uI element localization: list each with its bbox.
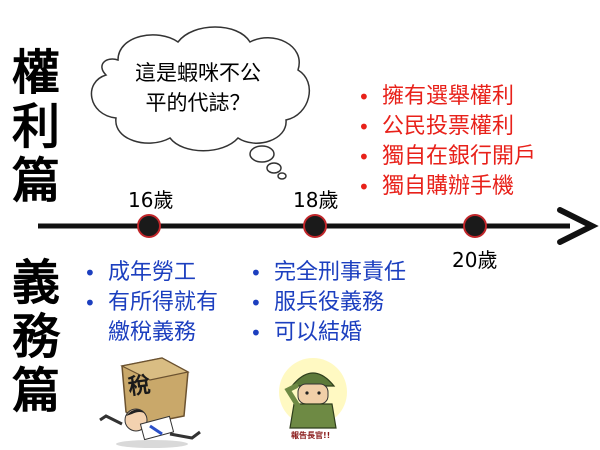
duties-16-item: •有所得就有 [84,290,219,315]
thought-dot-medium [266,162,282,174]
soldier-eye-left [305,391,309,395]
rights-list: •擁有選舉權利 •公民投票權利 •獨自在銀行開戶 •獨自購辦手機 [356,82,536,202]
duties-16-list: •成年勞工 •有所得就有 •繳稅義務 [82,258,218,348]
soldier-face [297,383,329,405]
duties-label-char-1: 義 [11,255,60,311]
duties-18-item: •可以結婚 [250,320,363,345]
bubble-line-2: 平的代誌？ [145,91,251,115]
marker-18 [303,214,327,238]
timeline [38,207,599,245]
soldier-caption: 報告長官!! [291,431,331,440]
worker-shadow [116,440,188,448]
duties-16-item: •繳稅義務 [108,320,197,345]
duties-18-list: •完全刑事責任 •服兵役義務 •可以結婚 [248,258,406,348]
rights-item: •獨自購辦手機 [358,174,515,199]
tax-box-label: 稅 [126,371,152,401]
tax-box-top [120,357,190,381]
rights-section-label: 權 利 篇 [8,46,64,208]
age-label-16: 16歲 [128,188,174,212]
rights-label-char-2: 利 [11,99,60,155]
worker-tie [149,424,163,436]
rights-label-char-1: 權 [11,45,60,101]
thought-cloud-shape [90,26,311,152]
soldier-body [289,403,337,429]
duties-18-item: •完全刑事責任 [250,260,407,285]
bubble-line-1: 這是蝦咪不公 [135,61,261,85]
soldier-illustration [279,358,347,429]
rights-item: •擁有選舉權利 [358,84,515,109]
soldier-helmet [290,372,336,387]
age-label-20: 20歲 [452,248,498,272]
rights-label-char-3: 篇 [11,153,60,209]
bubble-text: 這是蝦咪不公 平的代誌？ [108,58,288,118]
age-label-18: 18歲 [293,188,339,212]
worker-arm-left [99,414,123,426]
rights-item: •獨自在銀行開戶 [358,144,537,169]
worker-hair [126,409,146,416]
thought-bubble [90,26,311,180]
duties-section-label: 義 務 篇 [8,256,64,418]
duties-label-char-3: 篇 [11,363,60,419]
thought-dot-small [277,172,287,180]
rights-item: •公民投票權利 [358,114,515,139]
worker-body [139,415,175,441]
tax-burden-illustration [99,357,201,448]
duties-16-item: •成年勞工 [84,260,197,285]
marker-20 [463,214,487,238]
timeline-arrowhead [557,207,599,245]
worker-leg [169,430,201,440]
duties-18-item: •服兵役義務 [250,290,385,315]
soldier-saluting-arm [284,383,301,409]
marker-16 [137,214,161,238]
soldier-eye-right [317,391,321,395]
thought-dot-large [249,145,275,163]
duties-label-char-2: 務 [11,309,60,365]
